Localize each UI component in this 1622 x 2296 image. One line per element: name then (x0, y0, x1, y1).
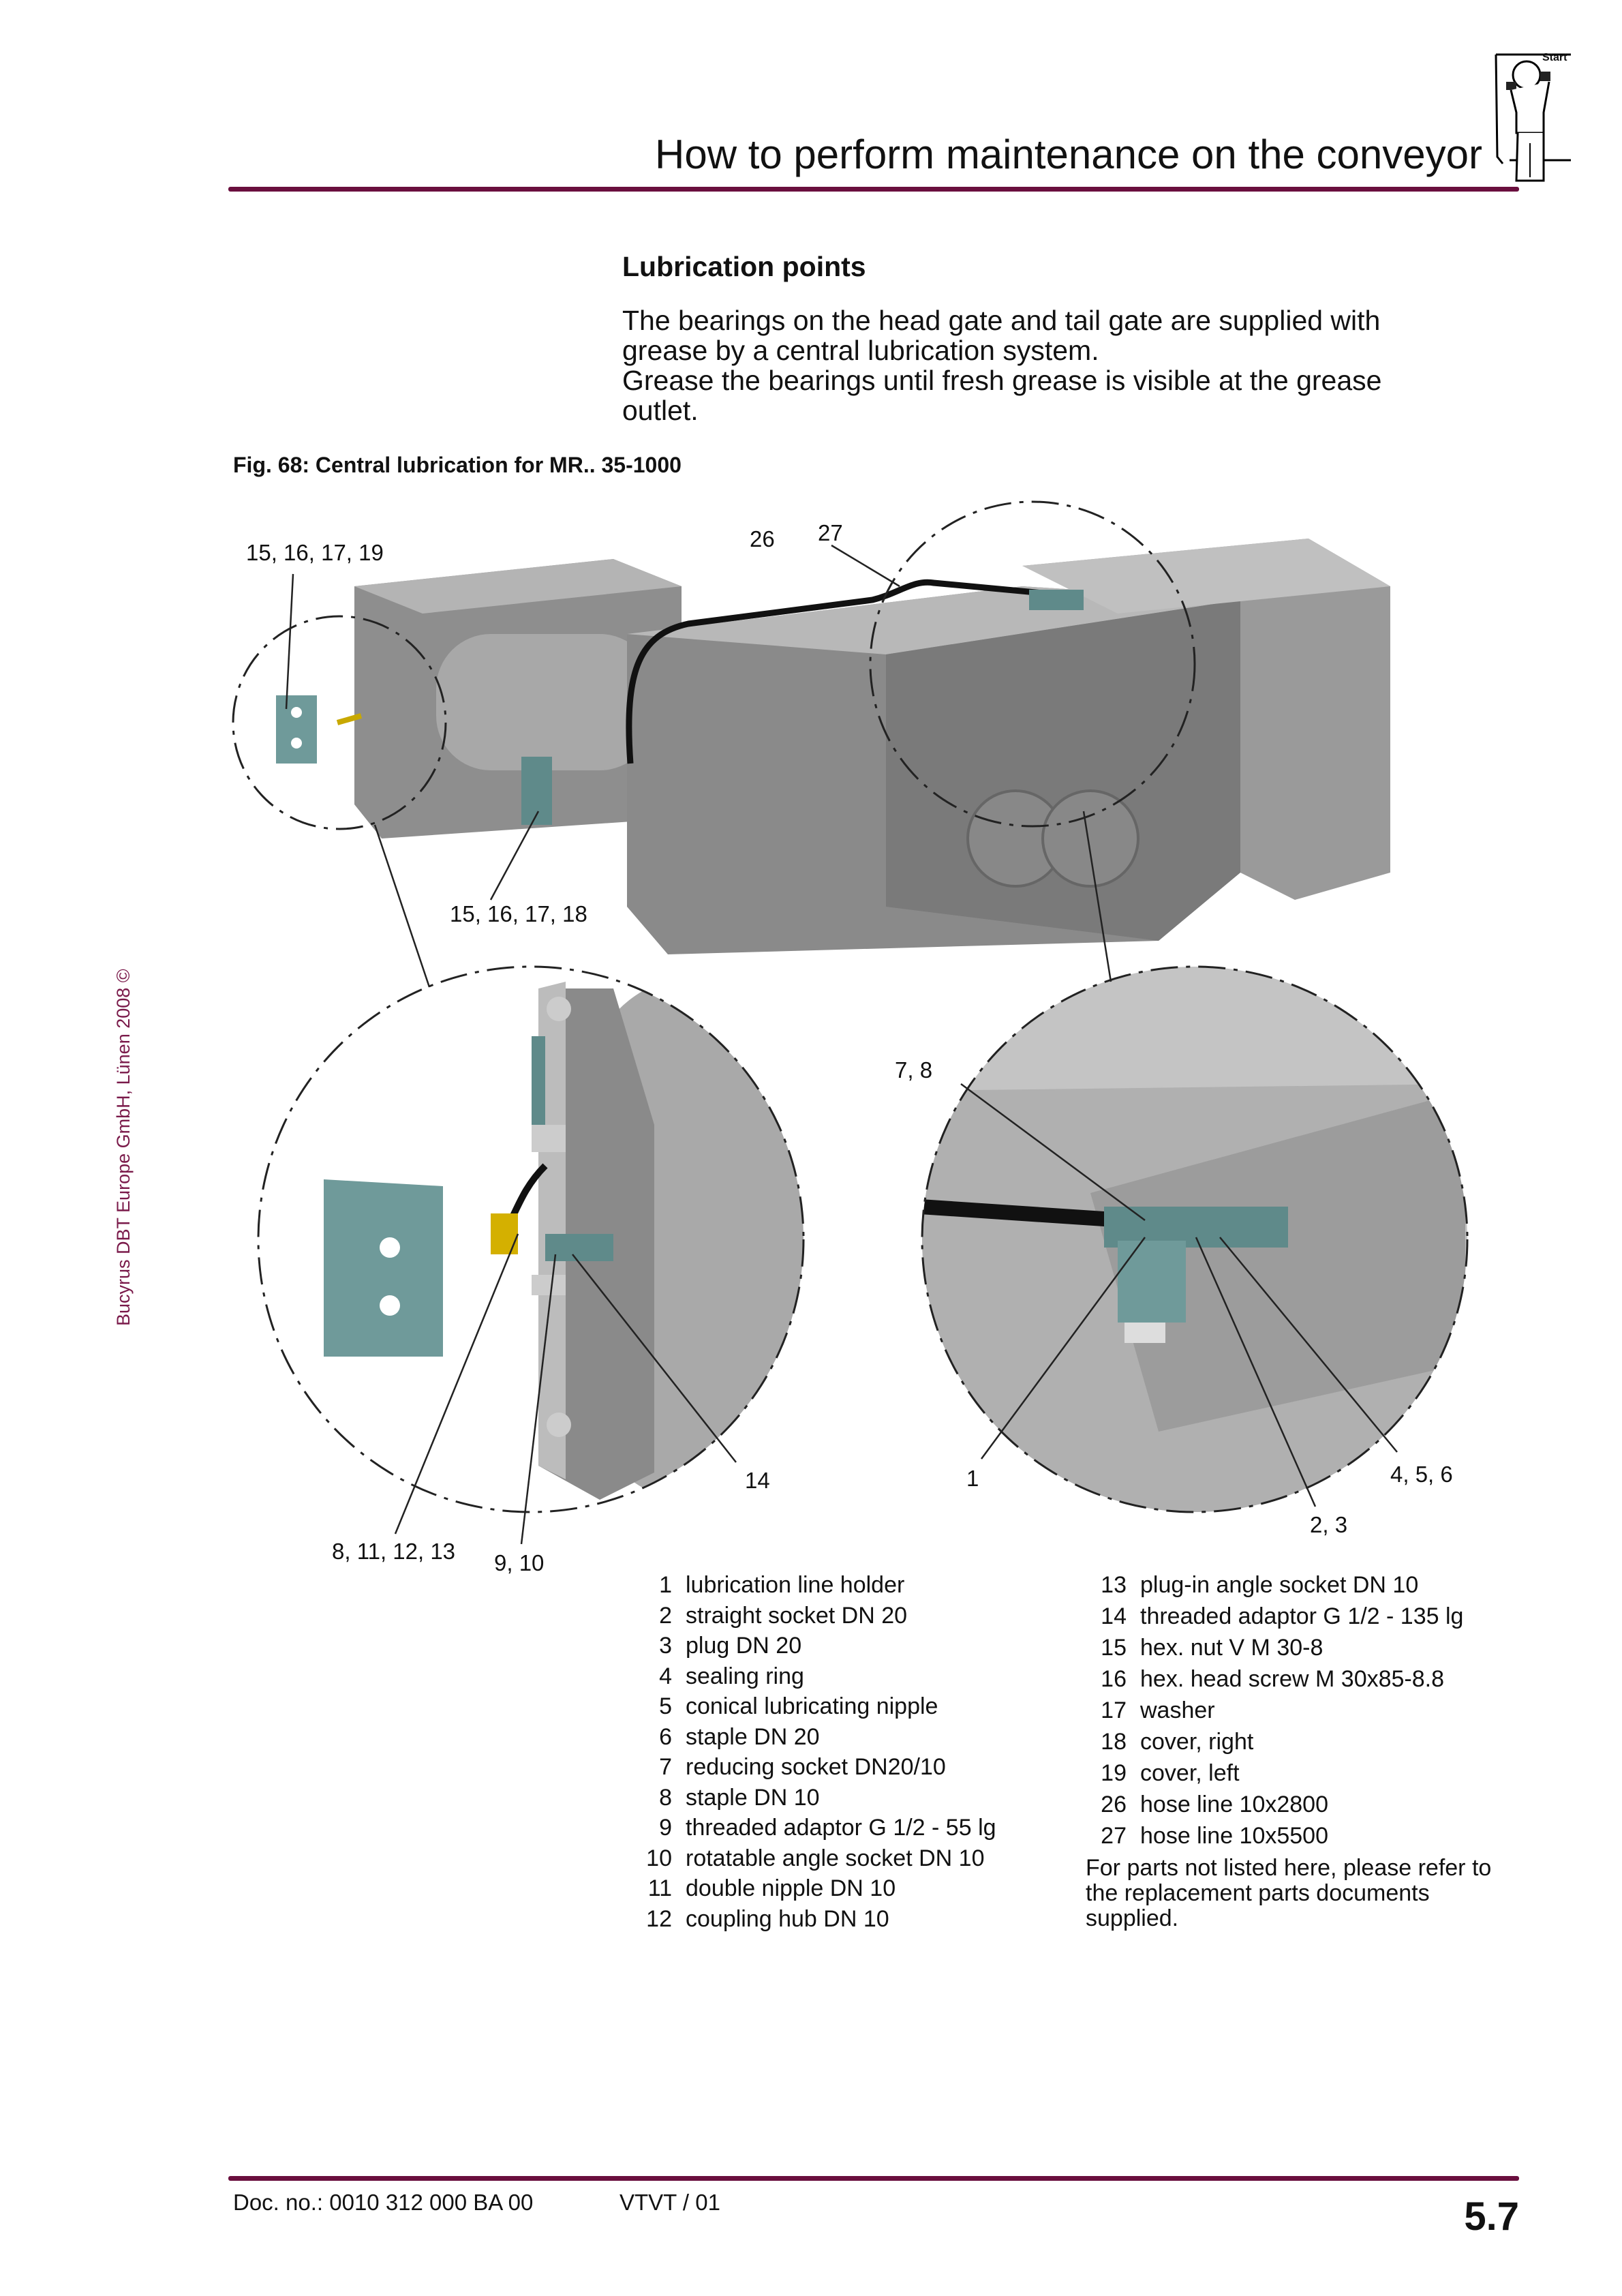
part-number: 1 (659, 1572, 672, 1598)
callout-14: 14 (745, 1468, 770, 1493)
callout-7-8: 7, 8 (895, 1057, 933, 1083)
doc-number: Doc. no.: 0010 312 000 BA 00 (233, 2190, 534, 2215)
part-name: hex. head screw M 30x85-8.8 (1140, 1666, 1445, 1692)
part-name: threaded adaptor G 1/2 - 55 lg (686, 1815, 996, 1841)
conveyor-drive-illustration (276, 539, 1390, 954)
part-name: hose line 10x2800 (1140, 1792, 1329, 1817)
part-number: 13 (1101, 1572, 1127, 1598)
paragraph-line: Grease the bearings until fresh grease i… (622, 365, 1382, 396)
paragraph-line: grease by a central lubrication system. (622, 335, 1099, 366)
start-logo-icon: Start (1489, 48, 1578, 184)
part-name: straight socket DN 20 (686, 1602, 908, 1629)
paragraph-line: The bearings on the head gate and tail g… (622, 305, 1381, 336)
detail-circle-top-right (869, 500, 1196, 828)
page-header-title: How to perform maintenance on the convey… (655, 132, 1482, 177)
part-number: 3 (659, 1633, 672, 1659)
part-name: plug-in angle socket DN 10 (1140, 1572, 1419, 1598)
part-name: cover, left (1140, 1760, 1240, 1786)
callout-15-16-17-19: 15, 16, 17, 19 (246, 540, 384, 565)
part-name: double nipple DN 10 (686, 1875, 896, 1901)
callout-26: 26 (750, 526, 775, 552)
part-name: sealing ring (686, 1663, 804, 1689)
part-number: 10 (646, 1845, 672, 1871)
logo-start-text: Start (1542, 52, 1567, 63)
part-name: rotatable angle socket DN 10 (686, 1845, 985, 1871)
part-name: hex. nut V M 30-8 (1140, 1635, 1323, 1661)
part-number: 27 (1101, 1823, 1127, 1849)
part-name: conical lubricating nipple (686, 1693, 938, 1719)
part-name: staple DN 10 (686, 1784, 820, 1811)
part-number: 19 (1101, 1760, 1127, 1786)
figure-caption: Fig. 68: Central lubrication for MR.. 35… (233, 453, 682, 477)
paragraph-line: outlet. (622, 395, 699, 426)
callout-9-10: 9, 10 (494, 1550, 545, 1575)
part-name: reducing socket DN20/10 (686, 1754, 946, 1780)
part-number: 5 (659, 1693, 672, 1719)
detail-view-left (257, 965, 805, 1513)
part-number: 17 (1101, 1697, 1127, 1723)
part-number: 26 (1101, 1792, 1127, 1817)
part-name: plug DN 20 (686, 1633, 802, 1659)
section-paragraph: The bearings on the head gate and tail g… (622, 305, 1481, 425)
part-name: washer (1140, 1697, 1215, 1723)
doc-version: VTVT / 01 (619, 2190, 720, 2215)
part-number: 14 (1101, 1603, 1127, 1629)
callout-8-11-12-13: 8, 11, 12, 13 (332, 1539, 456, 1564)
part-number: 9 (659, 1815, 672, 1841)
section-heading: Lubrication points (622, 251, 866, 282)
detail-view-right (921, 965, 1469, 1513)
part-name: cover, right (1140, 1729, 1254, 1755)
part-name: hose line 10x5500 (1140, 1823, 1329, 1849)
part-name: staple DN 20 (686, 1723, 820, 1750)
part-number: 18 (1101, 1729, 1127, 1755)
part-number: 12 (646, 1905, 672, 1932)
part-number: 2 (659, 1602, 672, 1629)
part-number: 4 (659, 1663, 672, 1689)
part-name: coupling hub DN 10 (686, 1905, 889, 1932)
part-name: threaded adaptor G 1/2 - 135 lg (1140, 1603, 1464, 1629)
part-number: 8 (659, 1784, 672, 1811)
part-number: 16 (1101, 1666, 1127, 1692)
page-number: 5.7 (1464, 2194, 1519, 2239)
callout-27: 27 (818, 520, 843, 545)
part-name: lubrication line holder (686, 1572, 905, 1598)
part-number: 15 (1101, 1635, 1127, 1661)
callout-4-5-6: 4, 5, 6 (1390, 1462, 1453, 1487)
callout-1: 1 (966, 1466, 979, 1491)
lubrication-diagram (232, 500, 1469, 1545)
parts-note: For parts not listed here, please refer … (1086, 1855, 1492, 1931)
header-rule (228, 187, 1519, 192)
part-number: 11 (647, 1875, 672, 1901)
part-number: 7 (659, 1754, 672, 1780)
detail-circle-left-small (232, 615, 447, 830)
callout-2-3: 2, 3 (1310, 1512, 1348, 1537)
callout-15-16-17-18: 15, 16, 17, 18 (450, 901, 587, 926)
footer-rule (228, 2176, 1519, 2181)
part-number: 6 (659, 1723, 672, 1750)
